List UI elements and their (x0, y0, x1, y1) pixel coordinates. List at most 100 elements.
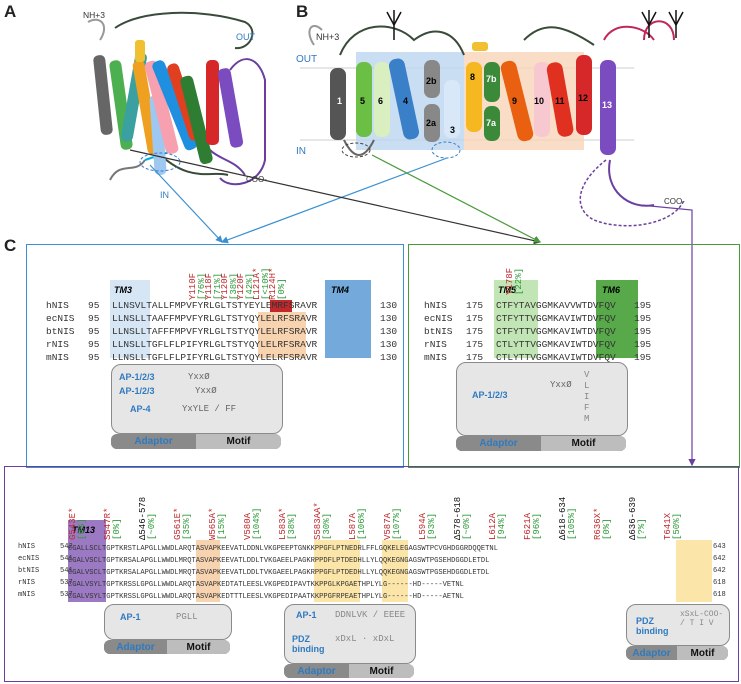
box1-legend-footer: Adaptor Motif (111, 434, 281, 449)
helix-label-12: 12 (578, 93, 589, 103)
sequence-end: 195 (634, 313, 652, 324)
mutation-activity: [104%] (252, 507, 262, 540)
box3-legend3-motif-header: Motif (677, 646, 728, 660)
box3-legend1-motif: PGLL (176, 612, 198, 622)
motif-residue: F (584, 403, 590, 413)
box3-legend3-adaptor-header: Adaptor (626, 646, 677, 660)
motif-residue: M (584, 414, 590, 424)
sequence-end: 195 (634, 339, 652, 350)
sequence-row: CGALVSYLTGPTKRSSLGPGLLWWDLARQTASVAPKEDTA… (68, 581, 464, 589)
sequence-start: 537 (60, 579, 73, 587)
panel-a-nh3-label: NH+3 (83, 10, 105, 20)
sequence-start: 95 (88, 300, 100, 311)
mutation-activity: [50%] (672, 512, 682, 540)
box1-legend (111, 364, 283, 434)
box3-motif-highlight-2 (314, 540, 360, 602)
motif-residue: L (584, 381, 590, 391)
sequence-start: 95 (88, 339, 100, 350)
mutation-activity: [106%] (357, 507, 367, 540)
box2-legend (456, 362, 628, 436)
sequence-row: CGALLSCLTGPTKRSTLAPGLLWWDLARQTASVAPKEEVA… (68, 545, 498, 553)
tm6-highlight (596, 280, 638, 358)
sequence-row: CTFYTTVGGMKAVIWTDVFQV (496, 326, 616, 337)
panel-a-structure (87, 11, 266, 186)
sequence-end: 618 (713, 591, 726, 599)
helix-label-7b: 7b (486, 74, 497, 84)
box2-legend-footer: Adaptor Motif (456, 436, 626, 451)
sequence-row: CTLYTTVGGMKAVIWTDVFQV (496, 339, 616, 350)
species-name: ecNIS (46, 313, 75, 324)
tm5-highlight (494, 280, 538, 358)
panel-a-coo-label: COO- (246, 175, 267, 184)
box3-legend-1 (104, 604, 232, 640)
sequence-start: 542 (60, 543, 73, 551)
helix-label-2a: 2a (426, 118, 437, 128)
sequence-row: CTFYTTVGGMKAVIWTDVFQV (496, 313, 616, 324)
panel-b-topology (300, 10, 685, 227)
sequence-start: 175 (466, 300, 484, 311)
mutation-activity: [~0%] (147, 512, 157, 540)
sequence-end: 130 (380, 300, 398, 311)
tm13-highlight (68, 520, 106, 602)
sequence-row: CGALVSCLTGPTKRSALAPGLLWWDLMRQTASVAPKEEVA… (68, 569, 490, 577)
species-name: mNIS (424, 352, 447, 363)
mutation-activity: [~0%] (462, 512, 472, 540)
box1-red-motif-highlight (270, 300, 292, 312)
sequence-start: 175 (466, 313, 484, 324)
helix-label-13: 13 (602, 100, 613, 110)
mutation-activity: [93%] (427, 512, 437, 540)
sequence-start: 95 (88, 326, 100, 337)
mutation-activity: [107%] (392, 507, 402, 540)
panel-b-nh3-label: NH+3 (316, 32, 340, 42)
tm5-label: TM5 (498, 285, 516, 295)
panel-a-out-label: OUT (236, 32, 255, 42)
species-name: ecNIS (18, 555, 40, 563)
sequence-row: LLNSLLTGFLFLPIFYRLGLTSTYQYLELRFSRAVR (112, 352, 318, 363)
box1-motif-highlight (258, 312, 306, 358)
box2-legend-motif: YxxØ (550, 380, 572, 390)
panel-b-coo-label: COO- (664, 197, 685, 206)
sequence-end: 130 (380, 313, 398, 324)
box3-legend2-motif-2: xDxL · xDxL (335, 634, 395, 644)
sequence-end: 642 (713, 567, 726, 575)
sequence-end: 130 (380, 352, 398, 363)
tm6-label: TM6 (602, 285, 620, 295)
sequence-start: 95 (88, 313, 100, 324)
species-name: hNIS (424, 300, 447, 311)
sequence-end: 642 (713, 555, 726, 563)
panel-letter-b: B (296, 2, 309, 21)
sequence-end: 643 (713, 543, 726, 551)
motif-residue: V (584, 370, 590, 380)
helix-label-1: 1 (337, 96, 343, 106)
sequence-row: CGALVSYLTGPTKRSSLGPGLLWWDLARQTASVAPKEDTT… (68, 593, 464, 601)
mutation-activity: [105%] (567, 507, 577, 540)
sequence-end: 130 (380, 339, 398, 350)
sequence-start: 537 (60, 591, 73, 599)
species-name: btNIS (18, 567, 40, 575)
box-tm5-tm6-alignment (408, 244, 740, 468)
box3-motif-highlight-3 (382, 540, 408, 602)
helix-label-2b: 2b (426, 76, 437, 86)
mutation-activity: [0%] (602, 518, 612, 540)
box3-legend-3-footer: Adaptor Motif (626, 646, 728, 660)
box3-legend-2-footer: Adaptor Motif (284, 664, 414, 678)
species-name: rNIS (424, 339, 447, 350)
mutation-activity: [15%] (217, 512, 227, 540)
sequence-end: 618 (713, 579, 726, 587)
species-name: btNIS (46, 326, 75, 337)
sequence-start: 541 (60, 567, 73, 575)
tm4-highlight (325, 280, 371, 358)
mutation-activity: [0%] (112, 518, 122, 540)
sequence-start: 175 (466, 326, 484, 337)
box3-legend-3 (626, 604, 730, 646)
box3-legend2-adaptor-header: Adaptor (284, 664, 349, 678)
mutation-activity: [0%] (277, 278, 287, 300)
sequence-row: CTLYTTVGGMKAVIWTDVFQV (496, 352, 616, 363)
box1-legend-motif-header: Motif (196, 434, 281, 449)
mutation-activity: [30%] (322, 512, 332, 540)
helix-label-5: 5 (360, 96, 366, 106)
species-name: mNIS (46, 352, 69, 363)
species-name: mNIS (18, 591, 36, 599)
box2-legend-motif-header: Motif (541, 436, 626, 451)
